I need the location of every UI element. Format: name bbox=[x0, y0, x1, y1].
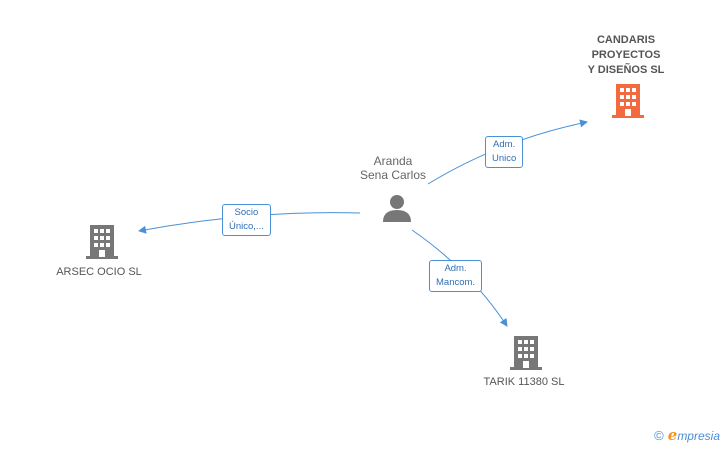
person-name-line: Sena Carlos bbox=[359, 168, 427, 182]
bottom-company-name[interactable]: TARIK 11380 SL bbox=[483, 376, 565, 388]
edge-label-line: Unico bbox=[492, 153, 517, 164]
building-icon[interactable] bbox=[510, 336, 542, 370]
edge-label-line: Adm. bbox=[444, 263, 467, 274]
edge-label-line: Socio bbox=[234, 207, 259, 218]
main-company-name[interactable]: CANDARIS PROYECTOS Y DISEÑOS SL bbox=[570, 33, 682, 78]
person-name[interactable]: Aranda Sena Carlos bbox=[343, 154, 443, 182]
main-company-name-line: Y DISEÑOS SL bbox=[587, 64, 665, 76]
person-name-line: Aranda bbox=[373, 154, 413, 168]
edge-label-to-main[interactable]: Adm. Unico bbox=[485, 136, 524, 168]
main-company-name-line: PROYECTOS bbox=[591, 49, 661, 61]
building-icon[interactable] bbox=[612, 84, 644, 118]
edge-label-line: Adm. bbox=[493, 139, 516, 150]
copyright-symbol: © bbox=[654, 428, 664, 443]
edge-label-line: Mancom. bbox=[436, 277, 476, 288]
main-company-name-line: CANDARIS bbox=[596, 34, 656, 46]
brand-name: mpresia bbox=[677, 429, 720, 443]
edge-label-line: Único,... bbox=[229, 221, 264, 232]
left-company-name[interactable]: ARSEC OCIO SL bbox=[56, 266, 142, 278]
edge-label-to-bottom[interactable]: Adm. Mancom. bbox=[429, 260, 483, 292]
person-icon[interactable] bbox=[382, 194, 412, 222]
brand-initial: e bbox=[667, 426, 678, 444]
empresia-logo: ©empresia bbox=[654, 426, 720, 444]
edge-label-to-left[interactable]: Socio Único,... bbox=[222, 204, 271, 236]
building-icon[interactable] bbox=[86, 225, 118, 259]
